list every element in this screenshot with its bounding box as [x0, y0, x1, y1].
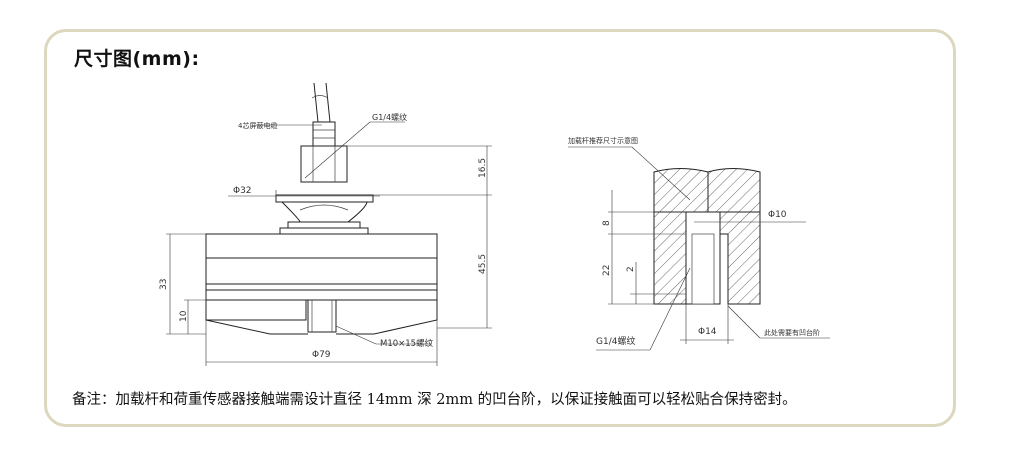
thread-label-left: G1/4螺纹 [372, 112, 407, 122]
dim-16-5: 16.5 [478, 158, 488, 178]
cable-break [311, 95, 329, 99]
page-title: 尺寸图(mm): [74, 48, 200, 70]
dim-dia10: Φ10 [768, 210, 787, 220]
dim-45-5: 45.5 [478, 254, 488, 274]
sensor-body [205, 233, 438, 291]
cable-gland [312, 121, 336, 147]
footnote: 备注：加载杆和荷重传感器接触端需设计直径 14mm 深 2mm 的凹台阶，以保证… [72, 392, 797, 408]
cable-label: 4芯屏蔽电缆 [238, 121, 277, 130]
content-panel [44, 29, 956, 427]
dim-dia79: Φ79 [312, 350, 331, 360]
rod-label: 加载杆推荐尺寸示意图 [568, 136, 638, 145]
cable-outline [313, 82, 331, 123]
dim-dia14: Φ14 [698, 327, 717, 337]
m10-thread-hole [307, 299, 337, 333]
dim-dia32: Φ32 [233, 186, 252, 196]
dim-2: 2 [626, 266, 636, 272]
thread-m10-label: M10×15螺纹 [380, 338, 434, 349]
dim-33: 33 [159, 279, 169, 290]
dim-10: 10 [179, 310, 189, 322]
hex-body [300, 145, 348, 183]
dim-22: 22 [602, 265, 612, 276]
sensor-drawing: Φ32 4芯屏蔽电缆 G1/4螺纹 16.5 45.5 33 10 M10×15… [159, 82, 492, 366]
thread-label-right: G1/4螺纹 [596, 335, 635, 347]
recess-label: 此处需要有凹台阶 [764, 328, 820, 337]
loading-rod-drawing: 加载杆推荐尺寸示意图 Φ10 8 22 2 G1/4螺纹 Φ14 此处需要有凹台… [568, 136, 830, 351]
dim-8: 8 [602, 220, 612, 226]
